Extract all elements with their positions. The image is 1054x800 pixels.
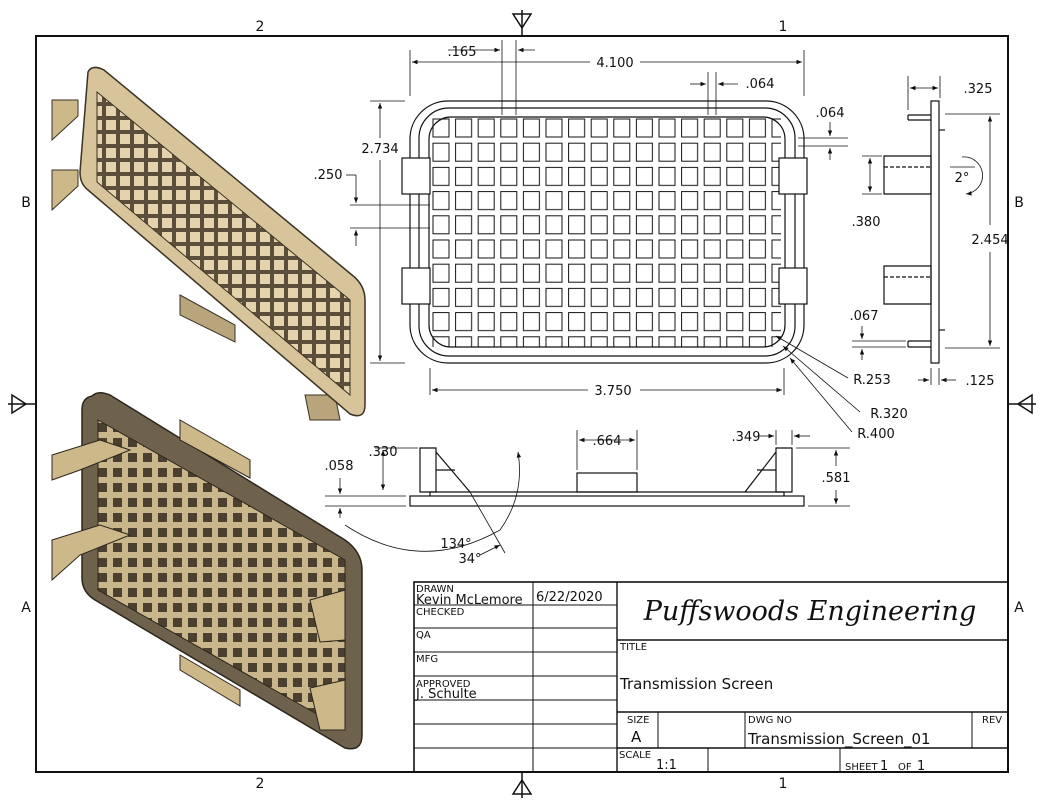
zone-label-right-B: B: [1014, 195, 1024, 211]
scale-label: SCALE: [619, 750, 651, 761]
side-view: [883, 100, 945, 364]
dim-radius-mid: R.320: [870, 407, 908, 422]
dim-overall-width: 4.100: [596, 56, 633, 71]
dim-angle-large: 134°: [440, 537, 471, 552]
sheet-number: 1: [880, 759, 888, 774]
zone-label-top-2: 2: [256, 19, 265, 35]
dim-clip-width: .349: [732, 430, 761, 445]
approved-name: J. Schulte: [415, 687, 477, 702]
dim-bottom-height: .581: [822, 471, 851, 486]
of-label: OF: [898, 762, 912, 773]
dim-frame-gap: .064: [816, 106, 845, 121]
approved-label: APPROVED: [416, 679, 471, 690]
dim-clip-height: .330: [369, 445, 398, 460]
qa-label: QA: [416, 630, 431, 641]
isometric-view-bottom: [51, 392, 363, 750]
bottom-view-dimensions: [325, 430, 850, 556]
zone-label-left-A: A: [21, 600, 31, 616]
sheet-label: SHEET: [845, 762, 879, 773]
dim-lip: .058: [325, 459, 354, 474]
sheet-total: 1: [917, 759, 925, 774]
drawing-title: Transmission Screen: [619, 675, 773, 693]
zone-label-bottom-2: 2: [256, 776, 265, 792]
dwg-no-value: Transmission_Screen_01: [747, 730, 931, 749]
center-mark-top: [511, 10, 533, 36]
checked-label: CHECKED: [416, 607, 465, 618]
dim-rib-width: .064: [746, 77, 775, 92]
center-mark-right: [1008, 393, 1036, 415]
front-view-dimensions: [346, 40, 861, 433]
size-label: SIZE: [627, 715, 649, 726]
zone-label-bottom-1: 1: [779, 776, 788, 792]
dim-height: 2.734: [361, 142, 398, 157]
dim-angle-side: 2°: [955, 171, 970, 186]
dim-inner-width: 3.750: [594, 384, 631, 399]
dim-plate: .067: [850, 309, 879, 324]
zone-label-top-1: 1: [779, 19, 788, 35]
bottom-view: [409, 447, 805, 507]
dim-radius-inner: R.253: [853, 373, 891, 388]
rev-label: REV: [982, 715, 1002, 726]
dim-thickness: .125: [966, 374, 995, 389]
company-name: Puffswoods Engineering: [643, 596, 976, 627]
scale-value: 1:1: [656, 758, 677, 773]
center-mark-left: [8, 393, 36, 415]
dim-span: 2.454: [971, 233, 1008, 248]
dim-boss-width: .664: [593, 434, 622, 449]
isometric-view-top: [51, 66, 366, 421]
drawn-label: DRAWN: [416, 584, 454, 595]
dim-radius-outer: R.400: [857, 427, 895, 442]
drawn-name: Kevin McLemore: [416, 593, 523, 608]
drawn-date: 6/22/2020: [536, 590, 603, 605]
dwg-no-label: DWG NO: [748, 715, 792, 726]
title-block: [413, 581, 1009, 773]
size-value: A: [631, 728, 642, 746]
dim-clip-gap: .380: [852, 215, 881, 230]
dim-tab-height: .250: [314, 168, 343, 183]
dim-angle-small: 34°: [458, 552, 481, 567]
title-label: TITLE: [619, 642, 647, 653]
mfg-label: MFG: [416, 654, 438, 665]
center-mark-bottom: [511, 772, 533, 798]
zone-label-left-B: B: [21, 195, 31, 211]
dim-offset-top: .165: [448, 45, 477, 60]
zone-label-right-A: A: [1014, 600, 1024, 616]
front-view: [401, 100, 808, 364]
side-view-dimensions: [852, 76, 1000, 385]
dim-flange: .325: [964, 82, 993, 97]
